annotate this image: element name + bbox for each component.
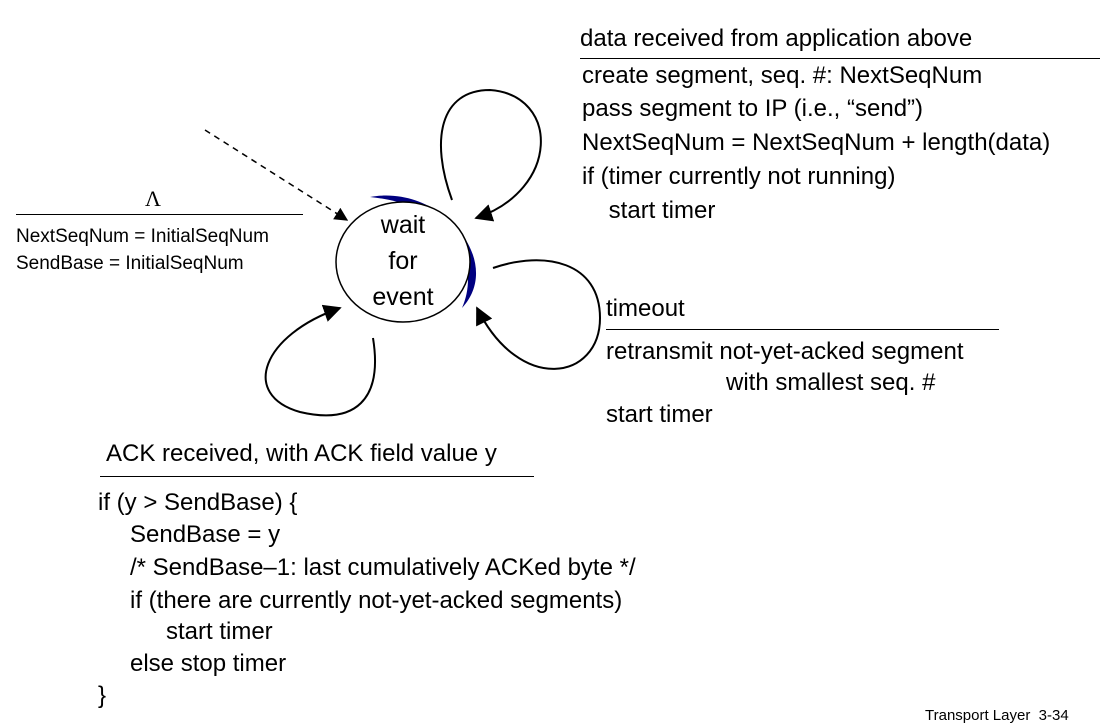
ack-rule [100,476,534,477]
state-label: wait for event [348,213,458,310]
initial-transition-arrow [204,129,349,221]
ack-action: if (y > SendBase) { [98,489,298,516]
ack-action: /* SendBase–1: last cumulatively ACKed b… [130,554,636,581]
state-label-line: for [388,247,418,275]
init-event-lambda: Λ [145,186,161,211]
slide-footer: Transport Layer 3-34 [925,707,1069,724]
ack-action: SendBase = y [130,521,281,548]
ack-action: else stop timer [130,650,287,677]
data-action: pass segment to IP (i.e., “send”) [582,95,924,122]
ack-loop-arrow [264,304,376,417]
data-received-loop-arrow [440,88,542,222]
ack-action: if (there are currently not-yet-acked se… [130,587,623,614]
timeout-action: with smallest seq. # [726,369,936,396]
data-action: create segment, seq. #: NextSeqNum [582,62,983,89]
timeout-event-label: timeout [606,295,685,322]
timeout-rule [606,329,999,330]
ack-action: start timer [166,618,273,645]
data-action: if (timer currently not running) [582,163,896,190]
state-circle-wait-for-event [335,201,471,323]
ack-event-label: ACK received, with ACK field value y [106,440,497,467]
data-event-label: data received from application above [580,25,973,52]
data-action: NextSeqNum = NextSeqNum + length(data) [582,129,1051,156]
init-rule [16,214,303,215]
init-action: SendBase = InitialSeqNum [16,253,244,274]
ack-action: } [98,682,107,709]
timeout-action: retransmit not-yet-acked segment [606,338,964,365]
data-rule [580,58,1100,59]
timeout-action: start timer [606,401,713,428]
timeout-loop-arrow [476,259,602,370]
state-label-line: wait [380,211,426,239]
data-action: start timer [582,197,716,224]
state-label-line: event [372,283,434,311]
init-action: NextSeqNum = InitialSeqNum [16,226,269,247]
